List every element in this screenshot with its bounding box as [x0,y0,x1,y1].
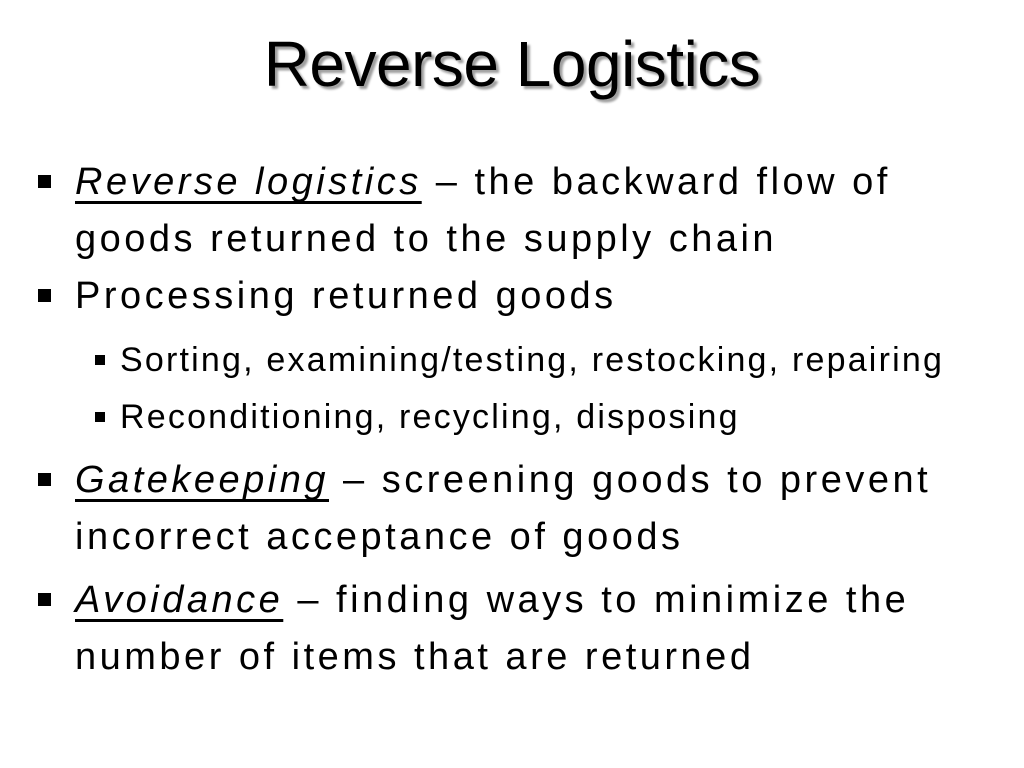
bullet-square-icon [95,355,105,365]
bullet-item: Processing returned goods [0,268,1024,325]
bullet-item: Avoidance – finding ways to minimize the… [0,572,1024,686]
bullet-text-line: number of items that are returned [75,636,755,678]
bullet-square-icon [38,289,51,302]
bullet-square-icon [95,412,105,422]
sub-bullet-item: Reconditioning, recycling, disposing [0,389,1024,446]
bullet-text-line: – screening goods to prevent [329,459,932,501]
bullet-text-line: Sorting, examining/testing, restocking, … [120,341,945,379]
emphasized-term: Avoidance [75,579,284,621]
bullet-item: Reverse logistics – the backward flow of… [0,154,1024,268]
bullet-text-line: Reconditioning, recycling, disposing [120,398,740,436]
slide-title: Reverse Logistics [263,28,761,100]
bullet-text-line: – finding ways to minimize the [283,579,910,621]
bullet-item: Gatekeeping – screening goods to prevent… [0,452,1024,566]
bullet-text-line: – the backward flow of [421,161,891,203]
bullet-list: Reverse logistics – the backward flow of… [0,154,1024,686]
bullet-square-icon [38,473,51,486]
bullet-text-line: goods returned to the supply chain [75,218,778,260]
bullet-square-icon [38,175,51,188]
emphasized-term: Reverse logistics [75,161,422,203]
emphasized-term: Gatekeeping [75,459,329,501]
bullet-text-line: Processing returned goods [75,275,617,317]
bullet-square-icon [38,593,51,606]
bullet-text-line: incorrect acceptance of goods [75,516,684,558]
sub-bullet-item: Sorting, examining/testing, restocking, … [0,332,1024,389]
